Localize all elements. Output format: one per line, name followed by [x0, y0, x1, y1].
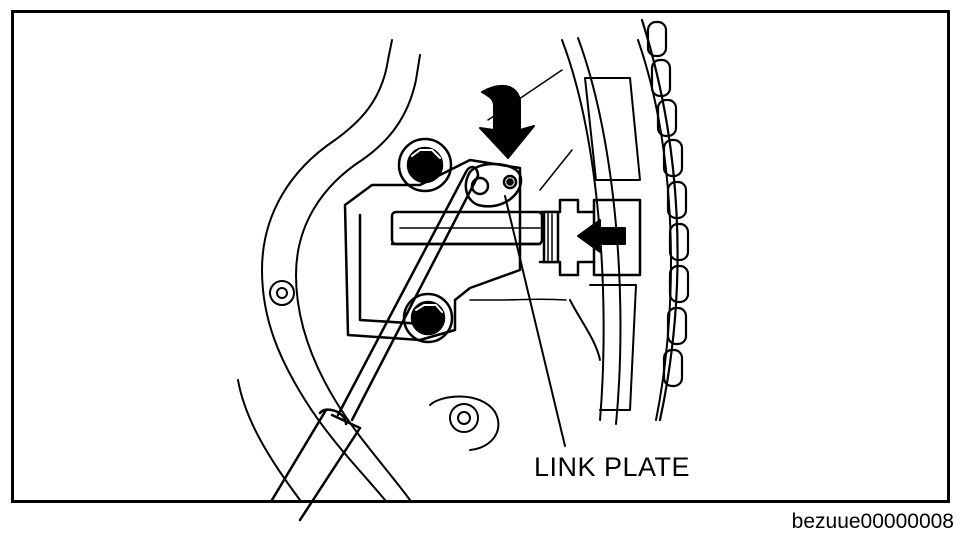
figure-reference-code: bezuue00000008 — [791, 510, 954, 533]
timing-chain — [640, 18, 690, 422]
tensioner-plunger — [538, 198, 642, 277]
link-plate-label: LINK PLATE — [534, 452, 691, 482]
curved-arrow-down-icon — [479, 84, 535, 159]
link-plate — [464, 162, 523, 208]
screwdriver — [270, 165, 480, 522]
mounting-bolt-lower — [402, 292, 454, 344]
link-plate-callout-line — [504, 195, 566, 447]
diagram-frame — [11, 10, 950, 503]
engine-casing — [237, 39, 421, 501]
mounting-bolt-upper — [397, 137, 453, 193]
casing-holes — [269, 280, 500, 451]
arrow-left-icon — [577, 219, 626, 253]
